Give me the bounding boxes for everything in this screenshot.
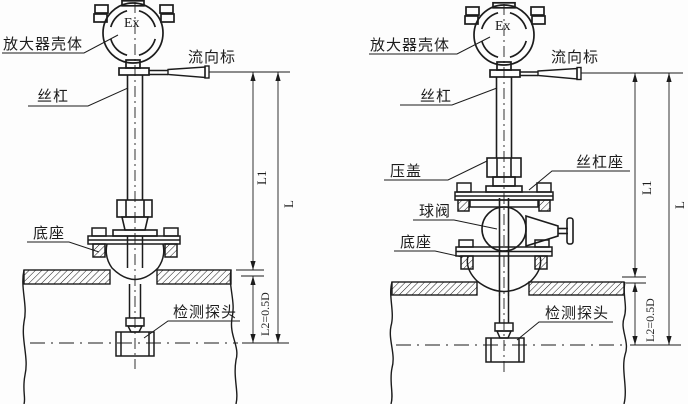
dim-l1-label: L1 [639, 181, 654, 195]
valve-stem-cone [525, 214, 559, 248]
dimension-arrows [250, 72, 281, 343]
pipe-shape [22, 269, 238, 404]
base-dome [466, 255, 542, 293]
flow-indicator-vane [520, 66, 582, 81]
pipe-break-left [389, 281, 394, 404]
label-flow-indicator: 流向标 [551, 49, 599, 66]
ex-marking: Ex [495, 19, 511, 34]
label-amplifier-housing: 放大器壳体 [370, 37, 450, 54]
right-diagram: L1 L L2=0.5D Ex 放大器壳体 流向标 丝杠 压盖 丝杠座 球阀 底… [369, 1, 687, 404]
amplifier-housing-shape [93, 0, 175, 76]
label-gland: 压盖 [390, 163, 422, 180]
screw-rod-shape [126, 75, 144, 200]
label-probe: 检测探头 [545, 305, 609, 322]
pipe-break-right [229, 269, 238, 404]
dim-l2-label: L2=0.5D [643, 298, 657, 342]
dimension-lines [209, 71, 290, 344]
label-screw-rod: 丝杠 [420, 88, 452, 105]
pipe-shape [389, 281, 628, 404]
leader-lines [369, 36, 630, 341]
label-screw-seat: 丝杠座 [576, 154, 624, 171]
flow-indicator-vane [149, 65, 210, 79]
dim-l1-label: L1 [254, 171, 269, 185]
ex-marking: Ex [124, 16, 140, 31]
label-ball-valve: 球阀 [419, 203, 451, 220]
label-base: 底座 [400, 234, 432, 251]
amplifier-housing-shape [464, 1, 546, 78]
base-flange-shape [87, 227, 181, 281]
valve-handle [566, 217, 574, 245]
label-base: 底座 [33, 225, 65, 242]
leader-lines [2, 34, 240, 339]
left-diagram: L1 L L2=0.5D Ex 放大器壳体 流向标 丝杠 底座 检测探头 [2, 0, 296, 404]
detection-probe-shape [485, 296, 525, 363]
pipe-break-left [22, 269, 27, 404]
dim-l-label: L [672, 201, 687, 209]
dim-l2-label: L2=0.5D [258, 292, 272, 336]
label-screw-rod: 丝杠 [37, 88, 69, 105]
label-flow-indicator: 流向标 [188, 49, 236, 66]
pipe-break-right [622, 281, 628, 404]
label-amplifier-housing: 放大器壳体 [3, 36, 83, 53]
dimension-arrows [632, 73, 672, 345]
dim-l-label: L [281, 200, 296, 208]
dimension-lines [581, 72, 683, 346]
label-probe: 检测探头 [173, 304, 237, 321]
screw-rod-shape [495, 77, 513, 158]
